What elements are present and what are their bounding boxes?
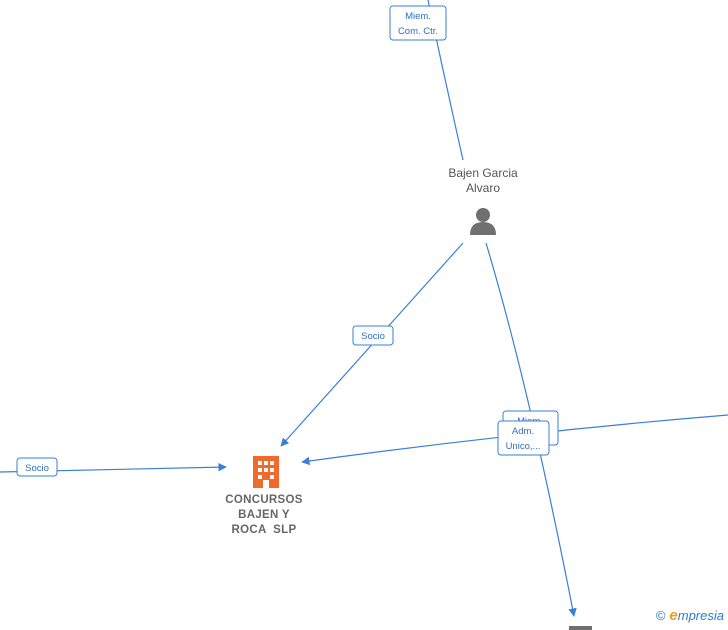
company-name-line1: CONCURSOS	[225, 494, 303, 506]
edge-label-socio-center: Socio	[352, 325, 394, 346]
person-node-label[interactable]: Bajen Garcia Alvaro	[423, 166, 543, 196]
company-name-line3: ROCA SLP	[231, 524, 297, 536]
partial-node-icon	[569, 626, 592, 630]
svg-text:Adm.: Adm.	[512, 426, 534, 437]
edge-person-to-bottom	[485, 242, 577, 617]
edge-label-socio-left: Socio	[16, 457, 58, 477]
svg-text:Socio: Socio	[361, 331, 385, 342]
edge-label-miem-com-ctr: Miem. Com. Ctr.	[389, 5, 447, 41]
building-icon[interactable]	[253, 456, 279, 488]
brand-logo: empresia	[669, 607, 724, 624]
svg-text:Com. Ctr.: Com. Ctr.	[398, 26, 438, 37]
person-name-line1: Bajen Garcia	[448, 166, 518, 180]
edge-label-adm-unico: Adm. Unico,...	[497, 420, 550, 456]
person-name-line2: Alvaro	[465, 181, 500, 195]
person-icon[interactable]	[470, 208, 496, 235]
copyright-symbol: ©	[655, 608, 666, 623]
svg-text:Miem.: Miem.	[405, 11, 431, 22]
svg-text:Unico,...: Unico,...	[506, 441, 541, 452]
company-name-line2: BAJEN Y	[238, 509, 290, 521]
company-node-label[interactable]: CONCURSOS BAJEN Y ROCA SLP	[204, 493, 324, 538]
empresia-watermark: © empresia	[656, 607, 724, 624]
svg-text:Socio: Socio	[25, 463, 49, 474]
